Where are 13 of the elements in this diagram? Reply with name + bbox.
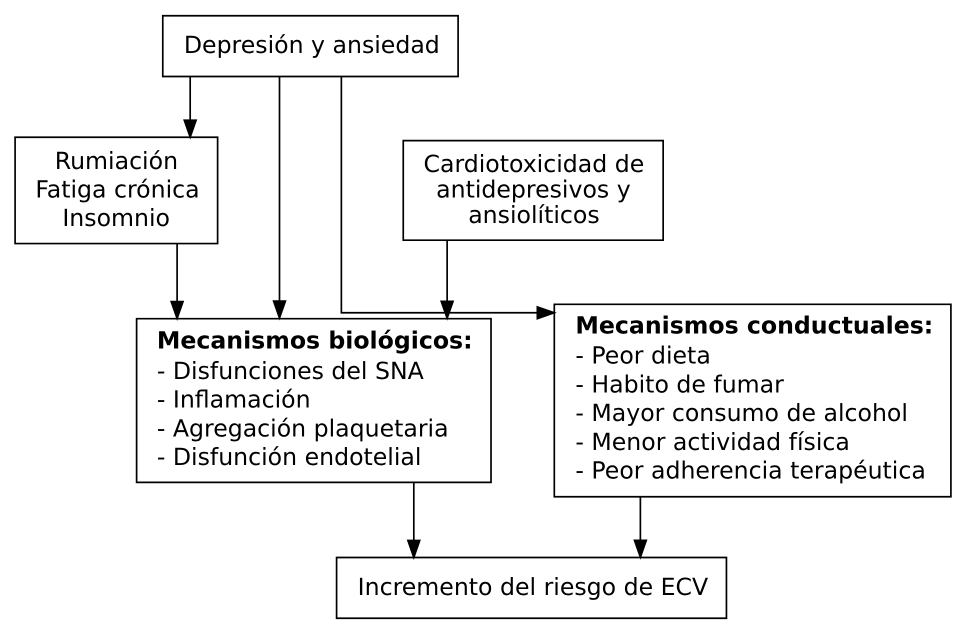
arrow: [170, 244, 184, 321]
arrow: [406, 482, 421, 560]
node-box: Mecanismos biológicos: - Disfunciones del SNA - Inflamación - Agregación plaquetaria - Disfunción endotelial: [136, 317, 492, 483]
arrow: [340, 76, 557, 320]
node-box: Mecanismos conductuales: - Peor dieta - Habito de fumar - Mayor consumo de alcohol - Menor actividad física - Peor adherencia terapéutica: [553, 303, 952, 498]
arrow: [272, 76, 287, 320]
node-box: Incremento del riesgo de ECV: [336, 556, 728, 619]
node-box: Rumiación Fatiga crónica Insomnio: [14, 136, 218, 244]
node-box: Cardiotoxicidad de antidepresivos y ansiolíticos: [402, 139, 664, 241]
arrow: [440, 240, 454, 320]
node-box: Depresión y ansiedad: [162, 14, 459, 77]
arrow: [183, 76, 198, 140]
arrow: [633, 496, 648, 560]
